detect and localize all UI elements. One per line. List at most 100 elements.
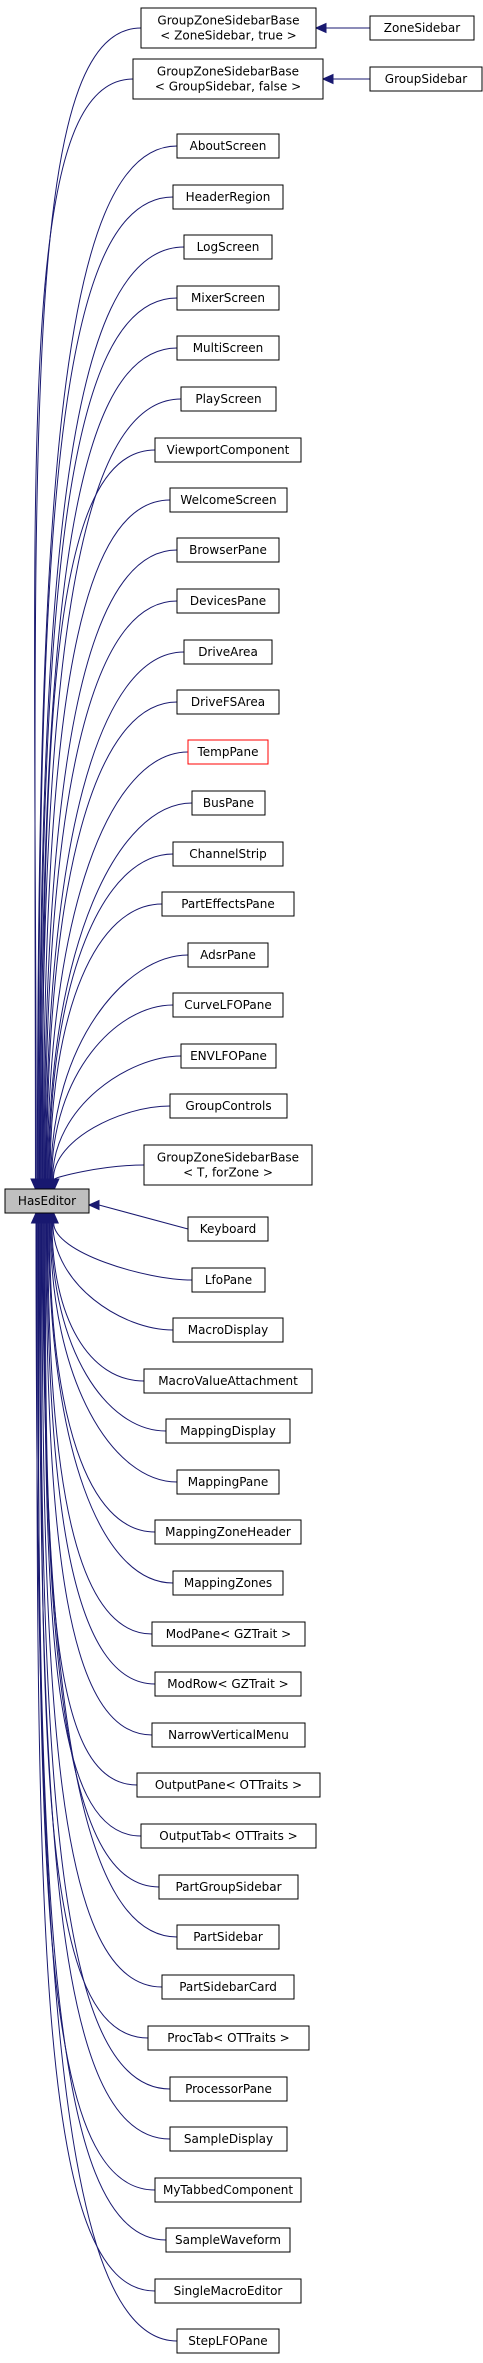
class-node-gzsb-template-label: < T, forZone > bbox=[183, 1166, 273, 1180]
class-node-mapping-display[interactable]: MappingDisplay bbox=[165, 1418, 291, 1444]
edge-output-tab bbox=[43, 1222, 142, 1837]
class-node-bus-pane[interactable]: BusPane bbox=[191, 790, 266, 816]
class-node-group-sidebar-box bbox=[369, 66, 483, 92]
class-node-narrow-vertical-menu[interactable]: NarrowVerticalMenu bbox=[151, 1722, 306, 1748]
class-node-bus-pane-label: BusPane bbox=[203, 796, 254, 810]
class-node-haseditor[interactable]: HasEditor bbox=[4, 1188, 90, 1214]
class-node-my-tabbed-component[interactable]: MyTabbedComponent bbox=[154, 2177, 302, 2203]
class-node-mapping-display-label: MappingDisplay bbox=[180, 1424, 276, 1438]
class-node-macro-display[interactable]: MacroDisplay bbox=[172, 1317, 284, 1343]
class-node-lfo-pane[interactable]: LfoPane bbox=[191, 1267, 266, 1293]
class-node-mapping-zones-box bbox=[172, 1570, 284, 1596]
edge-mixer-screen bbox=[39, 297, 178, 1180]
edge-part-sidebar-card bbox=[41, 1222, 163, 1988]
class-node-devices-pane-label: DevicesPane bbox=[190, 594, 266, 608]
class-node-sample-display-label: SampleDisplay bbox=[184, 2132, 273, 2146]
class-node-step-lfo-pane[interactable]: StepLFOPane bbox=[176, 2328, 280, 2354]
class-node-macro-value-attachment[interactable]: MacroValueAttachment bbox=[143, 1368, 313, 1394]
edge-viewport-component bbox=[41, 449, 156, 1180]
edge-mapping-pane bbox=[49, 1222, 178, 1483]
class-node-gzsb-group[interactable]: GroupZoneSidebarBase< GroupSidebar, fals… bbox=[132, 58, 324, 100]
class-node-drive-area-label: DriveArea bbox=[198, 645, 258, 659]
class-node-gzsb-zone-label: GroupZoneSidebarBase bbox=[157, 14, 299, 28]
class-node-mod-pane[interactable]: ModPane< GZTrait > bbox=[151, 1621, 306, 1647]
class-node-about-screen-label: AboutScreen bbox=[190, 139, 267, 153]
class-node-sample-waveform[interactable]: SampleWaveform bbox=[165, 2227, 291, 2253]
class-node-mapping-pane-label: MappingPane bbox=[188, 1475, 269, 1489]
class-node-drive-area[interactable]: DriveArea bbox=[183, 639, 273, 665]
class-node-sample-display[interactable]: SampleDisplay bbox=[169, 2126, 288, 2152]
class-node-drive-area-box bbox=[183, 639, 273, 665]
class-node-mapping-pane-box bbox=[176, 1469, 280, 1495]
class-node-proc-tab[interactable]: ProcTab< OTTraits > bbox=[147, 2025, 310, 2051]
edge-keyboard bbox=[98, 1204, 189, 1230]
class-node-keyboard[interactable]: Keyboard bbox=[187, 1216, 269, 1242]
class-node-step-lfo-pane-label: StepLFOPane bbox=[188, 2334, 267, 2348]
class-node-mixer-screen[interactable]: MixerScreen bbox=[176, 285, 280, 311]
class-node-devices-pane[interactable]: DevicesPane bbox=[176, 588, 280, 614]
class-node-adsr-pane[interactable]: AdsrPane bbox=[187, 942, 269, 968]
class-node-lfo-pane-label: LfoPane bbox=[205, 1273, 252, 1287]
class-node-temp-pane-box bbox=[187, 739, 269, 765]
class-node-header-region-box bbox=[172, 184, 284, 210]
class-node-drive-fs-area[interactable]: DriveFSArea bbox=[176, 689, 280, 715]
class-node-output-pane-label: OutputPane< OTTraits > bbox=[155, 1778, 302, 1792]
class-node-browser-pane-label: BrowserPane bbox=[189, 543, 267, 557]
edge-browser-pane bbox=[43, 549, 178, 1180]
class-node-processor-pane-label: ProcessorPane bbox=[185, 2082, 272, 2096]
class-node-channel-strip[interactable]: ChannelStrip bbox=[172, 841, 284, 867]
class-node-curve-lfo-pane[interactable]: CurveLFOPane bbox=[172, 992, 284, 1018]
class-node-group-controls[interactable]: GroupControls bbox=[169, 1093, 288, 1119]
edge-part-sidebar bbox=[42, 1222, 178, 1938]
class-node-viewport-component-label: ViewportComponent bbox=[167, 443, 290, 457]
class-node-proc-tab-label: ProcTab< OTTraits > bbox=[167, 2031, 289, 2045]
class-node-processor-pane[interactable]: ProcessorPane bbox=[169, 2076, 288, 2102]
class-node-part-effects-pane[interactable]: PartEffectsPane bbox=[161, 891, 295, 917]
class-node-multi-screen[interactable]: MultiScreen bbox=[176, 335, 280, 361]
class-node-header-region[interactable]: HeaderRegion bbox=[172, 184, 284, 210]
class-node-play-screen-box bbox=[180, 386, 277, 412]
class-node-gzsb-zone[interactable]: GroupZoneSidebarBase< ZoneSidebar, true … bbox=[140, 7, 317, 49]
class-node-group-sidebar[interactable]: GroupSidebar bbox=[369, 66, 483, 92]
class-node-temp-pane[interactable]: TempPane bbox=[187, 739, 269, 765]
class-node-log-screen[interactable]: LogScreen bbox=[183, 234, 273, 260]
class-node-mod-pane-label: ModPane< GZTrait > bbox=[166, 1627, 292, 1641]
class-node-mapping-zones-label: MappingZones bbox=[184, 1576, 272, 1590]
class-node-macro-display-label: MacroDisplay bbox=[188, 1323, 269, 1337]
edge-group-controls bbox=[52, 1105, 171, 1180]
class-node-part-group-sidebar-label: PartGroupSidebar bbox=[175, 1880, 281, 1894]
edge-mod-pane bbox=[47, 1222, 153, 1635]
class-node-mod-row[interactable]: ModRow< GZTrait > bbox=[154, 1671, 302, 1697]
class-node-mapping-display-box bbox=[165, 1418, 291, 1444]
class-node-mapping-zones[interactable]: MappingZones bbox=[172, 1570, 284, 1596]
class-node-part-group-sidebar-box bbox=[158, 1874, 299, 1900]
class-node-gzsb-template[interactable]: GroupZoneSidebarBase< T, forZone > bbox=[143, 1144, 313, 1186]
class-node-about-screen[interactable]: AboutScreen bbox=[176, 133, 280, 159]
class-node-zone-sidebar-label: ZoneSidebar bbox=[384, 21, 460, 35]
class-node-output-tab[interactable]: OutputTab< OTTraits > bbox=[140, 1823, 317, 1849]
class-node-envlfo-pane[interactable]: ENVLFOPane bbox=[180, 1043, 277, 1069]
edge-adsr-pane bbox=[50, 954, 189, 1180]
edge-lfo-pane bbox=[53, 1222, 193, 1281]
class-node-welcome-screen[interactable]: WelcomeScreen bbox=[169, 487, 288, 513]
class-node-browser-pane-box bbox=[176, 537, 280, 563]
class-node-viewport-component-box bbox=[154, 437, 302, 463]
class-node-part-group-sidebar[interactable]: PartGroupSidebar bbox=[158, 1874, 299, 1900]
class-node-mixer-screen-label: MixerScreen bbox=[191, 291, 265, 305]
class-node-play-screen[interactable]: PlayScreen bbox=[180, 386, 277, 412]
class-node-macro-display-box bbox=[172, 1317, 284, 1343]
class-node-about-screen-box bbox=[176, 133, 280, 159]
class-node-single-macro-editor[interactable]: SingleMacroEditor bbox=[154, 2278, 302, 2304]
edge-single-macro-editor bbox=[36, 1222, 156, 2292]
class-node-zone-sidebar[interactable]: ZoneSidebar bbox=[369, 15, 475, 41]
class-node-mapping-zone-header[interactable]: MappingZoneHeader bbox=[154, 1519, 302, 1545]
class-node-browser-pane[interactable]: BrowserPane bbox=[176, 537, 280, 563]
class-node-output-pane[interactable]: OutputPane< OTTraits > bbox=[136, 1772, 321, 1798]
class-node-part-sidebar-card[interactable]: PartSidebarCard bbox=[161, 1974, 295, 2000]
class-node-viewport-component[interactable]: ViewportComponent bbox=[154, 437, 302, 463]
edge-play-screen bbox=[41, 398, 182, 1180]
class-node-mapping-pane[interactable]: MappingPane bbox=[176, 1469, 280, 1495]
edge-processor-pane bbox=[39, 1222, 171, 2090]
class-node-output-tab-box bbox=[140, 1823, 317, 1849]
class-node-part-sidebar[interactable]: PartSidebar bbox=[176, 1924, 280, 1950]
